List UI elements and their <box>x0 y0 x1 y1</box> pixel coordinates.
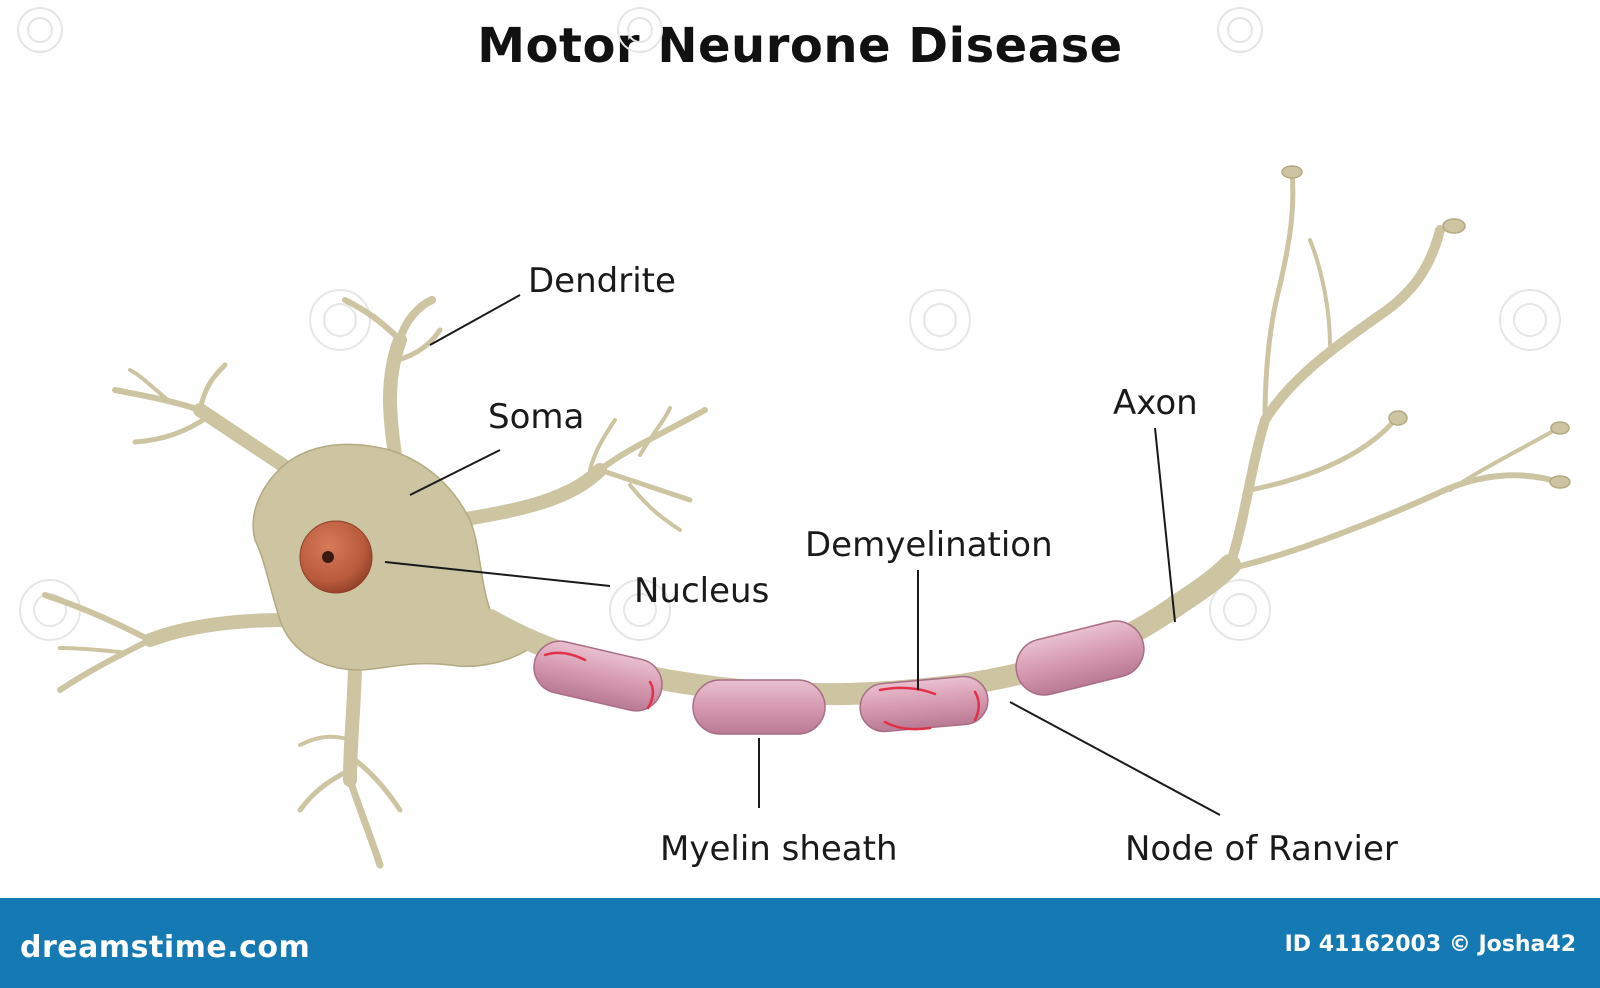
nucleolus <box>322 551 334 563</box>
dendrites <box>42 296 708 869</box>
axon-leader <box>1154 427 1176 623</box>
nucleus-leader <box>384 561 611 587</box>
myelin-segment-2 <box>692 679 826 735</box>
footer-band: dreamstime.com ID 41162003 © Josha42 <box>0 898 1600 988</box>
watermark-swirls <box>17 7 1561 641</box>
label-nucleus: Nucleus <box>634 571 769 611</box>
label-axon: Axon <box>1113 383 1198 423</box>
label-dendrite: Dendrite <box>528 261 676 301</box>
label-demyelination: Demyelination <box>805 525 1053 565</box>
myelin-segment-1 <box>533 640 663 712</box>
soma-body <box>252 443 542 671</box>
myelin-sheaths <box>533 620 1145 735</box>
diagram-title: Motor Neurone Disease <box>477 18 1123 74</box>
leader-lines <box>384 294 1221 816</box>
axon-terminals <box>1225 167 1561 571</box>
label-node-of-ranvier: Node of Ranvier <box>1125 829 1398 869</box>
myelin-segment-4 <box>1015 620 1145 696</box>
label-soma: Soma <box>488 397 584 437</box>
neuron-diagram: Dendrite Soma Nucleus Demyelination Axon… <box>17 7 1571 869</box>
node-of-ranvier-leader <box>1009 701 1221 816</box>
nucleus <box>299 520 373 594</box>
dendrite-leader <box>429 294 521 346</box>
label-myelin-sheath: Myelin sheath <box>660 829 898 869</box>
terminal-knobs <box>1281 165 1571 489</box>
brand-logo-text[interactable]: dreamstime.com <box>20 930 311 965</box>
soma-leader <box>409 449 501 496</box>
image-credit: ID 41162003 © Josha42 <box>1284 932 1576 957</box>
demyelination-marks <box>543 651 980 731</box>
